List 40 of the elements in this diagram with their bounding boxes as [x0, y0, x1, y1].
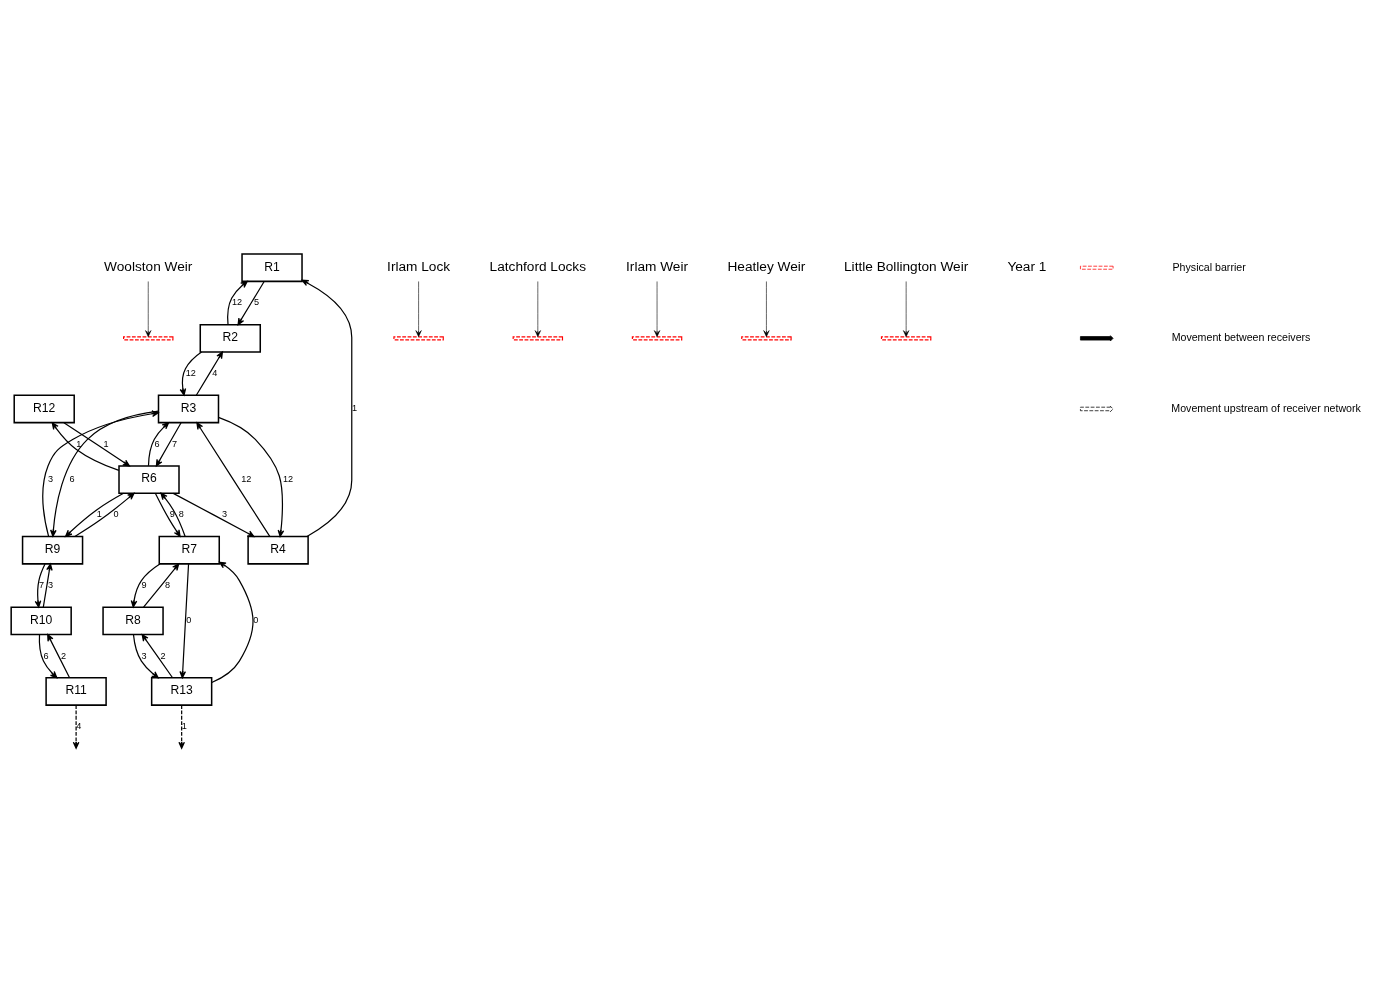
edge-label: 2: [61, 650, 67, 660]
edge-label: 1: [103, 438, 109, 449]
edge-label: 0: [186, 614, 192, 625]
node-text: Latchford Locks: [489, 258, 587, 274]
edge-label: 6: [69, 473, 75, 484]
label: Year 1: [1007, 258, 1047, 274]
edge-label: 12: [185, 367, 196, 378]
legend-label: Movement upstream of receiver network: [1171, 401, 1361, 414]
edge-label: 1: [351, 402, 357, 413]
edge-label: 2: [160, 650, 166, 660]
edge-label: 1: [76, 438, 82, 449]
edge-label: 3: [141, 650, 147, 660]
edge-label: 12: [232, 296, 243, 307]
edge-label: 9: [141, 579, 147, 590]
edge-label: 3: [48, 473, 54, 484]
edge-label: 6: [43, 650, 49, 660]
edge-label: 1: [96, 508, 102, 519]
edge-label: 3: [48, 579, 54, 590]
legend-label: Physical barrier: [1172, 260, 1246, 273]
node-text: Heatley Weir: [727, 258, 806, 274]
edge-label: 12: [241, 473, 252, 484]
edge-label: 6: [154, 438, 160, 449]
edge-label: 0: [253, 614, 259, 625]
node-text: Irlam Lock: [387, 258, 451, 274]
node-text: Little Bollington Weir: [844, 258, 969, 274]
edge-label: 0: [113, 508, 119, 519]
node-text: Irlam Weir: [626, 258, 689, 274]
edge-label: 9: [169, 508, 175, 519]
edge-label: 8: [165, 579, 171, 590]
edge-label: 8: [178, 508, 184, 519]
edge-label: 12: [282, 473, 294, 484]
edge-label: 4: [212, 367, 218, 378]
edge-label: 7: [171, 438, 177, 449]
edge-label: 3: [222, 508, 228, 519]
node-text: Woolston Weir: [104, 258, 193, 274]
edge-label: 7: [39, 579, 45, 590]
legend-label: Movement between receivers: [1171, 330, 1311, 343]
edge-label: 1: [181, 720, 187, 731]
edge-label: 5: [253, 296, 259, 307]
edge-label: 4: [76, 720, 82, 731]
